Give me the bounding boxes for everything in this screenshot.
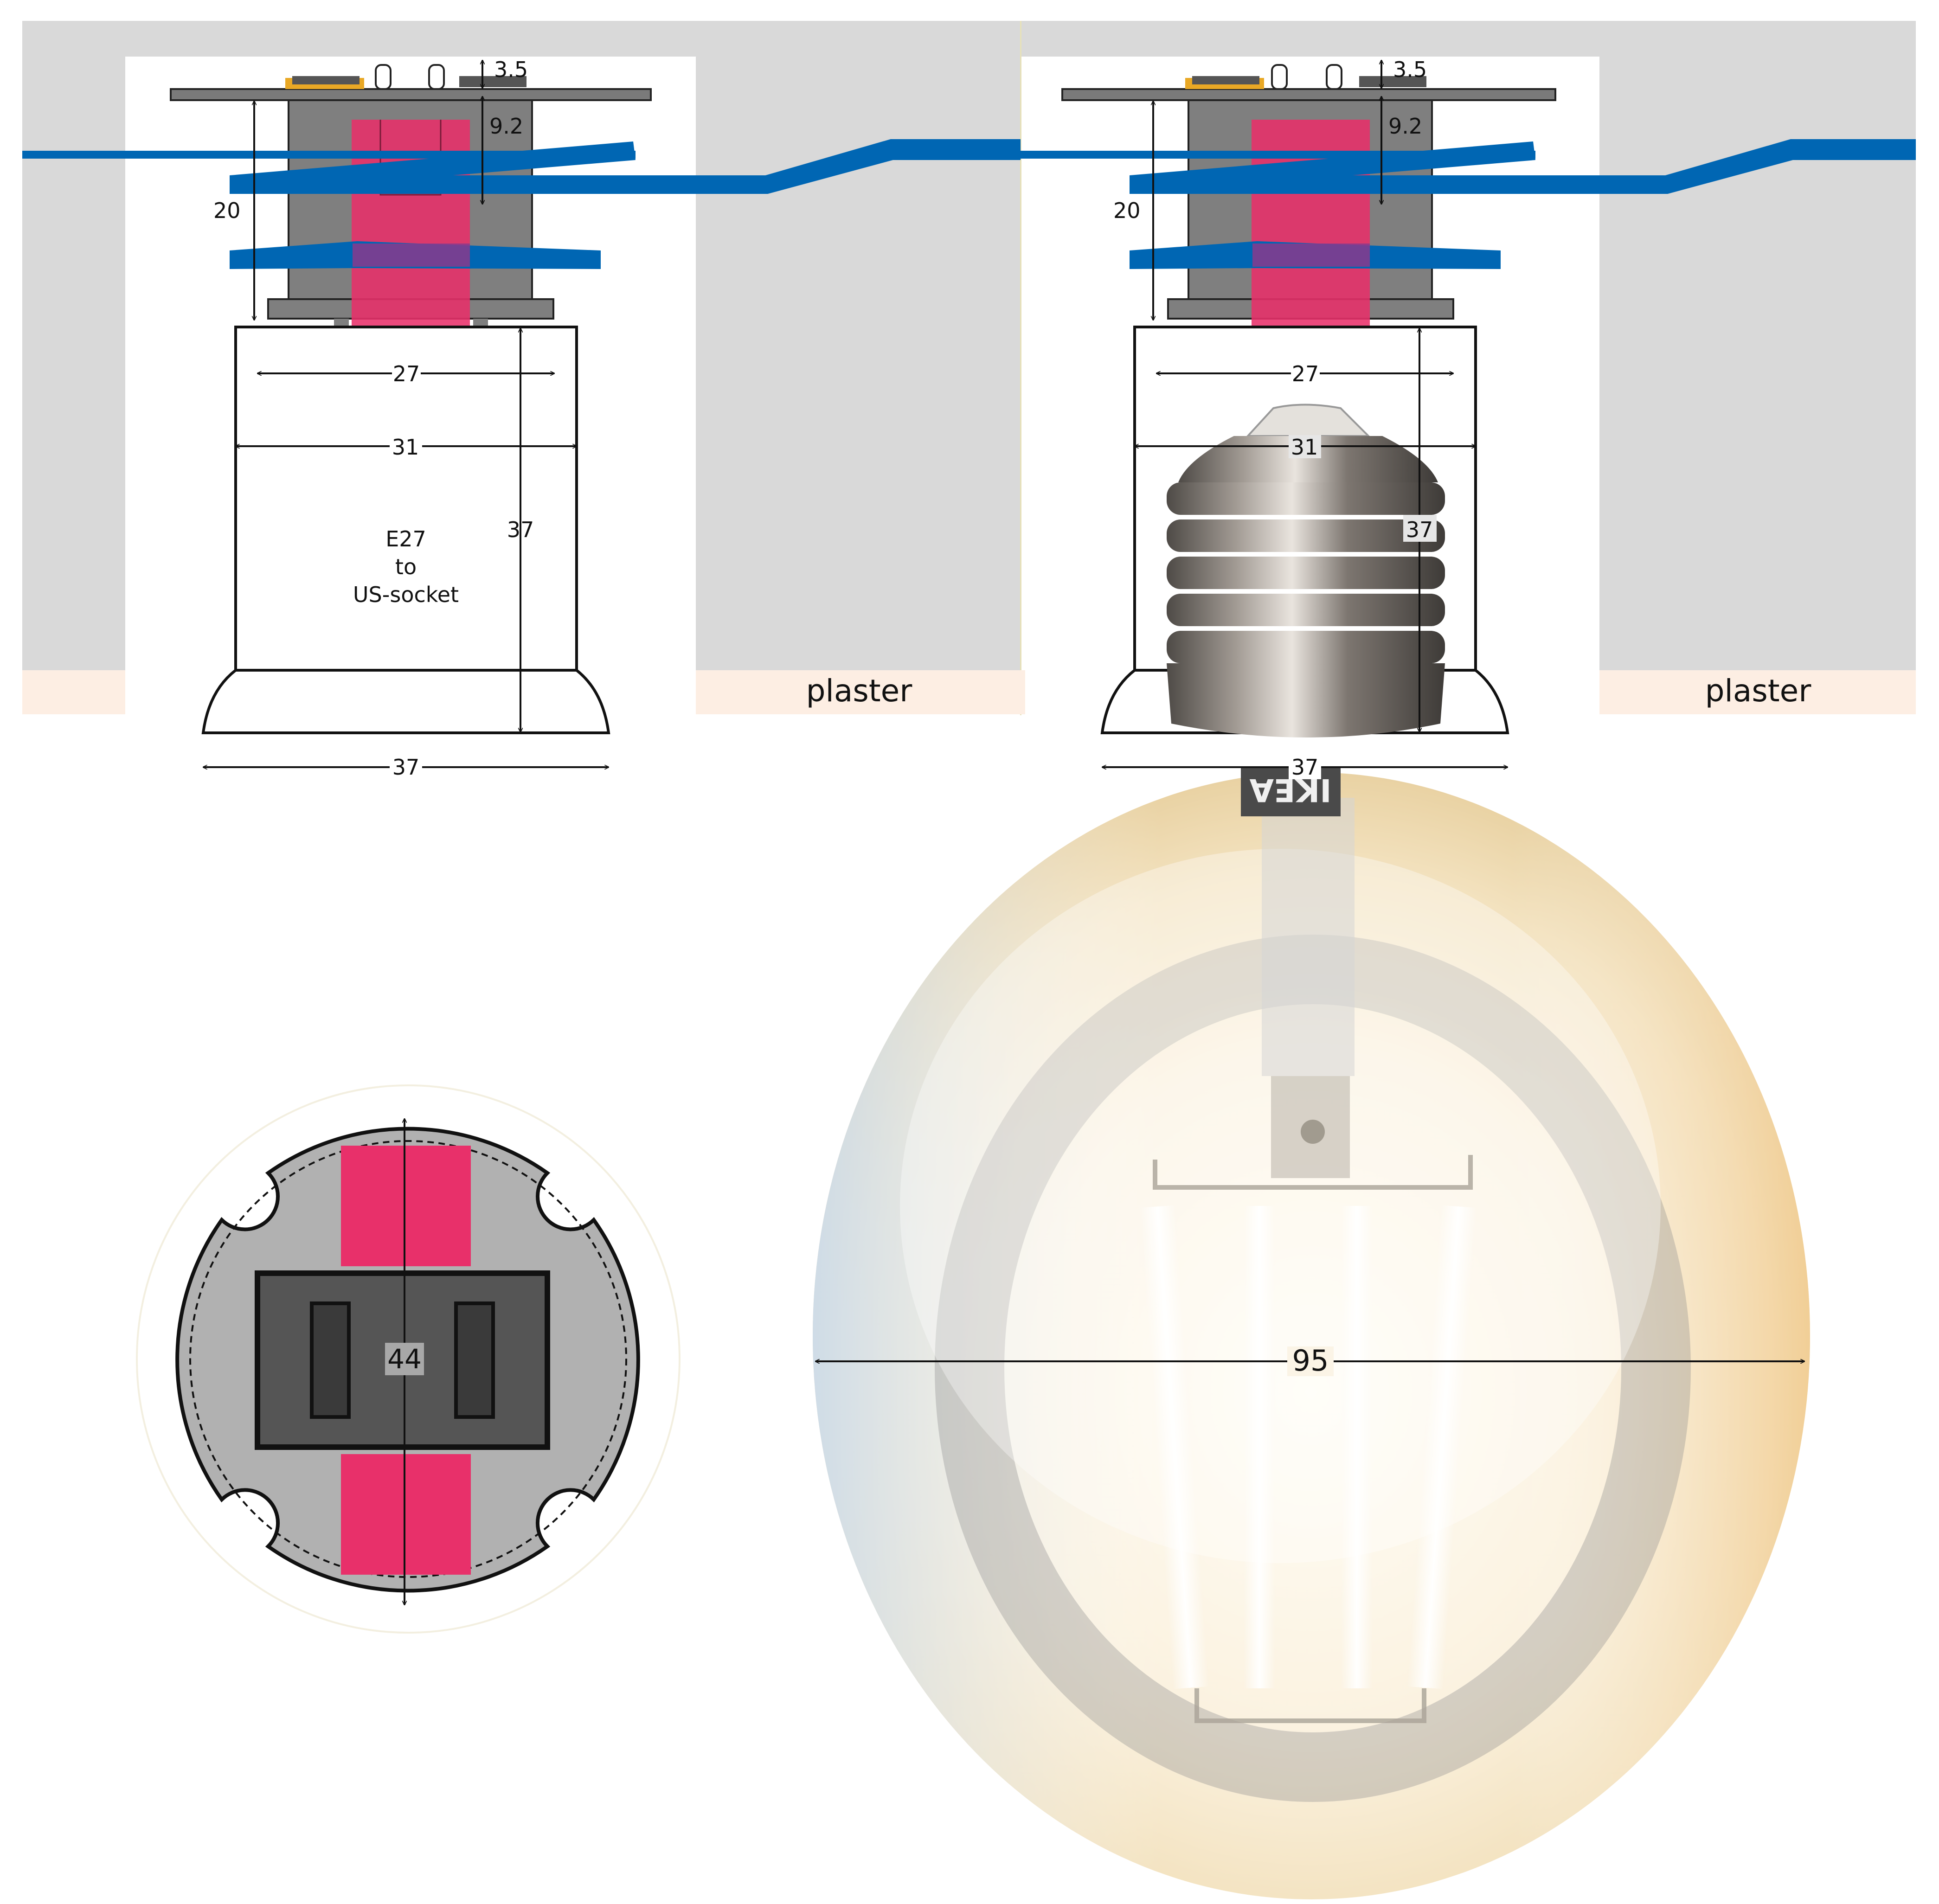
terminal-block-left [1192,76,1259,84]
dim-37-height-label: 37 [507,517,534,542]
support-wires [1153,1155,1473,1190]
socket-highlight [352,120,470,326]
dim-44-bg [385,1343,424,1375]
dim-27-label: 27 [1292,361,1319,386]
thread-1 [1167,482,1445,515]
terminal-block-right [459,76,526,87]
terminal-pin-left [1271,64,1288,90]
bulb-stem-dot [1301,1120,1325,1144]
dim-37-width-bg [1289,756,1321,779]
dim-37-height-label: 37 [1406,517,1433,542]
receptacle-slot-right [454,1301,495,1419]
bulb-neck [1262,798,1355,1076]
e27-screw-base [1167,404,1445,737]
bulb: IKEA [813,766,1810,1899]
dim-9-2-label: 9.2 [489,114,523,139]
dim-37-width-bg [390,756,422,779]
dim-31-bg [390,435,422,458]
support-base [1194,1688,1426,1723]
dim-27-bg [392,362,421,385]
plaster-strip-right [1599,670,1916,714]
terminal-block-right [1359,76,1426,87]
dim-95-bg [1287,1346,1334,1376]
dim-20-label: 20 [213,198,241,223]
base-tip [1246,404,1371,437]
thread-4 [1167,594,1445,626]
flange-tab-left [334,319,349,327]
wall-divider-line [1020,21,1021,715]
adapter-flange [201,669,610,734]
dim-20-label: 20 [1113,198,1141,223]
dim-31-label: 31 [1291,435,1318,460]
right-assembly: 3.5 9.2 20 27 31 37 37 [1021,57,1916,780]
dim-37-width-label: 37 [392,755,420,780]
plaster-label-left: plaster [806,673,913,709]
plaster-label-right: plaster [1705,673,1812,709]
adapter-label-line3: US-socket [353,582,459,607]
cable-overlap [1252,244,1370,267]
bulb-reflection-soft [900,849,1661,1563]
dim-44-label: 44 [387,1343,422,1375]
plate-highlight-top [341,1146,471,1266]
plate-dashed-circle [189,1140,627,1578]
terminal-block-left [292,76,360,84]
ceiling-plate [1061,88,1556,101]
left-assembly: 3.5 9.2 20 E27 to US-socket 27 31 37 37 [22,57,1021,780]
dim-37-height-bg [1403,515,1437,542]
filaments [1139,1205,1477,1689]
thread-2 [1167,519,1445,552]
dim-31-bg [1289,435,1321,458]
ceiling-plate [170,88,652,101]
receptacle-slot-left [310,1301,351,1419]
dim-95-label: 95 [1292,1344,1329,1378]
cable-overlap [353,244,470,267]
base-collar [1167,663,1445,737]
plaster-strip-far-left [22,670,125,714]
dim-3-5-label: 3.5 [1393,57,1427,82]
adapter-label-line2: to [395,554,417,579]
dim-27-bg [1291,362,1320,385]
cable-run-right [230,139,1021,194]
terminal-pin-right [428,64,445,90]
bulb-glass-tint [813,772,1810,1899]
flange-tab-right [473,319,488,327]
dim-3-5-label: 3.5 [494,57,528,82]
thread-5 [1167,631,1445,663]
plate-highlight-bottom [341,1454,471,1575]
dim-9-2-label: 9.2 [1388,114,1422,139]
terminal-pin-right [1326,64,1342,90]
terminal-pin-left [375,64,392,90]
plaster-strip-left [696,670,1025,714]
thread-3 [1167,557,1445,589]
dim-31-label: 31 [392,435,419,460]
dim-37-width-label: 37 [1291,755,1319,780]
cable-run-right [1130,139,1916,194]
adapter-label-line1: E27 [385,526,426,551]
dim-27-label: 27 [393,361,420,386]
socket-highlight [1252,120,1370,326]
mounting-plate-bottom-view: 44 [136,1084,681,1634]
